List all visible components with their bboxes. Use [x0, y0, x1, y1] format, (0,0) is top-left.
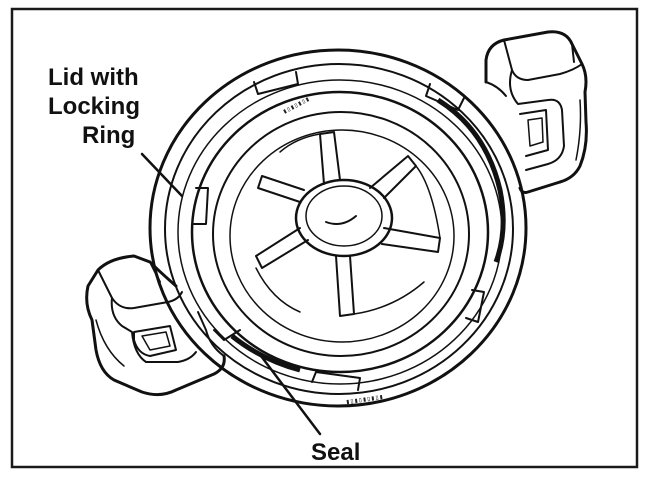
- seal-label: Seal: [311, 439, 360, 466]
- seal-leader-line: [256, 350, 322, 436]
- callout-leaders: [140, 152, 322, 436]
- lid-leader-line: [140, 152, 184, 198]
- left-handle: [85, 254, 226, 397]
- right-handle: [484, 30, 588, 194]
- lid-label-line1: Lid with: [48, 64, 139, 91]
- diagram-frame: [10, 7, 639, 469]
- lid-illustration: ▮▯▮▯▮▯▮ ▮▯▮▯▮▯▮▯▮: [85, 30, 588, 408]
- lid-label-line2: Locking: [48, 93, 140, 120]
- lid-body: [190, 90, 490, 374]
- locking-ring: [148, 48, 528, 408]
- lid-label-line3: Ring: [82, 122, 135, 149]
- seal-band: [230, 97, 506, 373]
